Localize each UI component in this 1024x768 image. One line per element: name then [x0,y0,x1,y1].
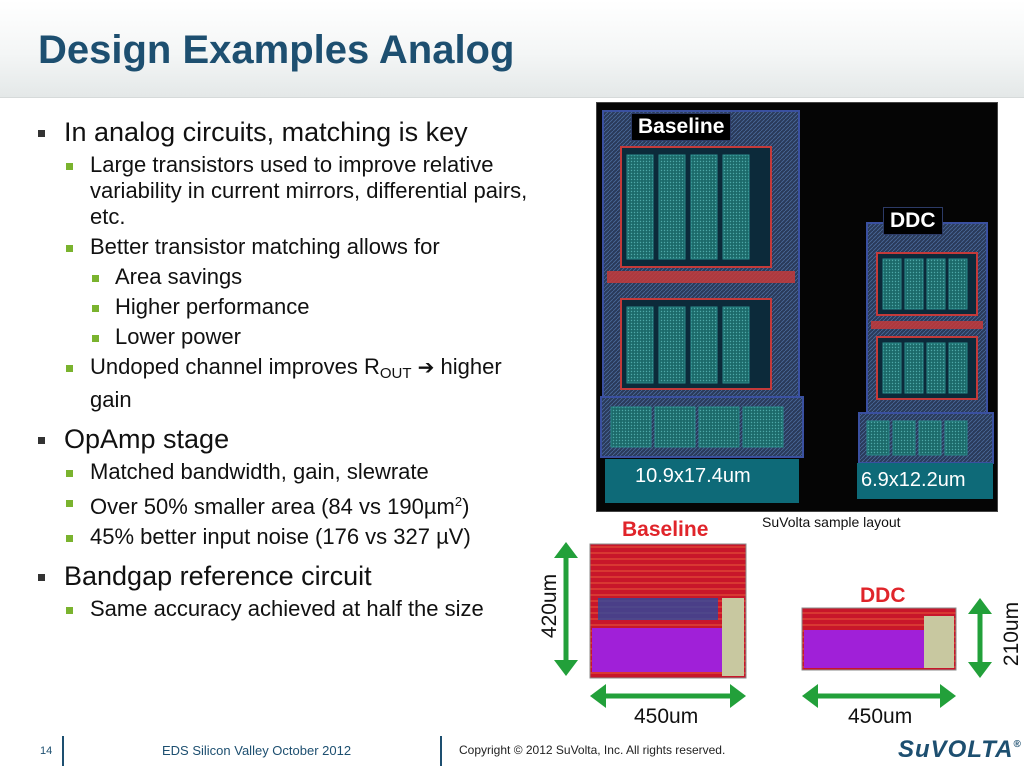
superscript-2: 2 [454,494,463,509]
bullet-text: Same accuracy achieved at half the size [90,596,484,621]
layout-artwork [600,110,994,503]
bandgap-baseline-height: 420um [538,573,562,639]
bullet-marker-icon [66,235,73,261]
footer-divider [62,736,64,766]
footer-divider [440,736,442,766]
bullet-marker-icon [66,355,73,381]
footer-event: EDS Silicon Valley October 2012 [162,743,352,758]
bullet-marker-icon [66,460,73,486]
bullet-marker-icon [92,325,99,351]
title-band [0,0,1024,98]
bullet-item: Lower power [38,324,538,350]
suvolta-logo: SuVOLTA® [898,736,1022,764]
bullet-marker-icon [38,560,45,592]
bullet-item: Higher performance [38,294,538,320]
page-title: Design Examples Analog [38,28,515,72]
bullet-marker-icon [66,597,73,623]
bullet-item: Same accuracy achieved at half the size [38,596,538,622]
bullet-text: Over 50% smaller area (84 vs 190µm [90,494,455,519]
bullet-item: 45% better input noise (176 vs 327 µV) [38,524,538,550]
layout-baseline-dimension: 10.9x17.4um [635,465,751,487]
bullet-text: Lower power [115,324,241,349]
bullet-marker-icon [66,153,73,179]
layout-ddc-label: DDC [883,207,943,235]
bullet-marker-icon [92,295,99,321]
bullet-marker-icon [66,490,73,516]
bullet-text: Higher performance [115,294,310,319]
bullet-item: Large transistors used to improve relati… [38,152,538,230]
layout-baseline-label: Baseline [631,113,732,141]
arrow-right-icon: ➔ [417,357,435,379]
bullet-item: Better transistor matching allows for [38,234,538,260]
bandgap-ddc-label: DDC [860,584,906,607]
bullet-text: Area savings [115,264,243,289]
layout-caption: SuVolta sample layout [762,514,901,530]
bullet-item: Over 50% smaller area (84 vs 190µm2) [38,489,538,520]
subscript-out: OUT [379,365,412,382]
bullet-text: higher gain [90,354,502,412]
bullet-item: Bandgap reference circuit [38,560,538,592]
bandgap-ddc-height: 210um [1000,601,1024,667]
bandgap-baseline-label: Baseline [622,518,709,541]
bullet-text: Undoped channel improves R [90,354,380,379]
bullet-text: In analog circuits, matching is key [64,117,468,147]
bullet-item: OpAmp stage [38,423,538,455]
bullet-marker-icon [38,423,45,455]
footer-copyright: Copyright © 2012 SuVolta, Inc. All right… [459,743,726,757]
bandgap-ddc-width: 450um [848,705,913,728]
bandgap-baseline-width: 450um [634,705,699,728]
bullet-text: Matched bandwidth, gain, slewrate [90,459,429,484]
bullet-item: Undoped channel improves ROUT ➔ higher g… [38,354,538,413]
page-number: 14 [40,745,53,757]
bullet-marker-icon [38,116,45,148]
bullet-marker-icon [66,525,73,551]
bullet-text: Better transistor matching allows for [90,234,440,259]
bullet-list: In analog circuits, matching is key Larg… [38,112,538,622]
bullet-item: Area savings [38,264,538,290]
bullet-text: Bandgap reference circuit [64,561,372,591]
registered-mark: ® [1013,739,1022,750]
bullet-item: Matched bandwidth, gain, slewrate [38,459,538,485]
bandgap-diagram [554,542,992,708]
sample-layout-image: Baseline DDC 10.9x17.4um 6.9x12.2um [596,102,998,512]
bullet-text: ) [462,494,470,519]
bullet-text: Large transistors used to improve relati… [90,152,528,229]
logo-text: SuVOLTA [898,736,1014,763]
bullet-item: In analog circuits, matching is key [38,116,538,148]
bullet-text: OpAmp stage [64,424,230,454]
layout-ddc-dimension: 6.9x12.2um [861,469,966,491]
bullet-marker-icon [92,265,99,291]
bullet-text: 45% better input noise (176 vs 327 µV) [90,524,471,549]
